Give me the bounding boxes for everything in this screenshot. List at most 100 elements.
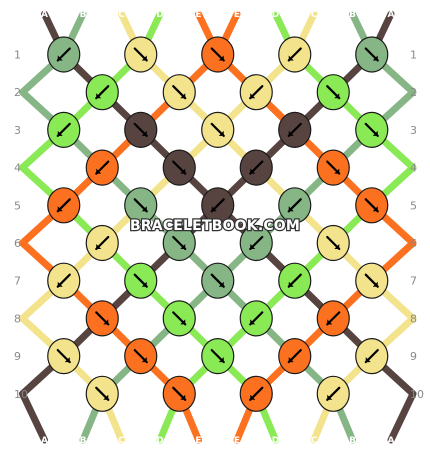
strand-label-bottom: E xyxy=(195,436,201,446)
knot-r2-1 xyxy=(85,74,119,111)
arrow-head xyxy=(372,206,378,212)
arrow-head xyxy=(288,357,294,363)
knot-r9-5 xyxy=(355,338,389,375)
arrow-head xyxy=(57,206,63,212)
strand-label-top: C xyxy=(118,10,125,20)
arrow-head xyxy=(250,168,256,174)
knot-r1-5 xyxy=(355,36,389,73)
knot-r2-4 xyxy=(316,74,350,111)
arrow-head xyxy=(96,93,102,99)
arrow-head xyxy=(180,168,186,174)
knot-r5-3 xyxy=(201,187,235,224)
knot-r8-2 xyxy=(162,300,196,337)
row-number-right: 7 xyxy=(410,275,417,288)
knot-r4-2 xyxy=(162,149,196,186)
watermark: BRACELETBOOK.COM xyxy=(130,218,300,234)
arrow-head xyxy=(334,93,340,99)
row-number-left: 10 xyxy=(14,388,28,401)
knot-r5-1 xyxy=(47,187,81,224)
arrow-head xyxy=(96,244,102,249)
strand-label-bottom: C xyxy=(118,436,125,446)
knot-r3-3 xyxy=(201,111,235,148)
knot-r6-1 xyxy=(85,224,119,262)
arrow-head xyxy=(141,357,147,363)
knot-r10-2 xyxy=(162,375,196,412)
arrow-head xyxy=(141,206,147,212)
arrow-head xyxy=(141,55,147,61)
row-number-right: 6 xyxy=(410,237,417,250)
strand-label-bottom: D xyxy=(272,436,279,446)
row-number-right: 5 xyxy=(410,199,417,212)
knot-r1-2 xyxy=(124,36,158,73)
arrow-head xyxy=(180,319,186,325)
knot-r9-2 xyxy=(124,338,158,375)
row-number-right: 4 xyxy=(410,162,417,175)
knot-r6-2 xyxy=(162,224,196,262)
arrow-head xyxy=(57,281,63,287)
knot-r2-3 xyxy=(239,74,273,111)
arrow-head xyxy=(334,168,340,174)
knot-r3-4 xyxy=(278,111,312,148)
row-number-left: 8 xyxy=(14,312,21,325)
knot-r2-2 xyxy=(162,74,196,111)
arrow-head xyxy=(250,93,256,99)
row-number-left: 5 xyxy=(14,199,21,212)
arrow-head xyxy=(250,319,256,325)
row-number-right: 9 xyxy=(410,350,417,363)
strand-label-top: A xyxy=(41,10,48,20)
arrow-head xyxy=(57,130,63,136)
knot-r4-3 xyxy=(239,149,273,186)
knot-r8-3 xyxy=(239,300,273,337)
strand-label-bottom: C xyxy=(311,436,318,446)
arrow-head xyxy=(103,319,109,325)
arrow-head xyxy=(288,130,294,136)
strand-label-bottom: B xyxy=(80,436,87,446)
row-number-right: 3 xyxy=(410,124,417,137)
strand-label-bottom: E xyxy=(234,436,240,446)
knot-r7-5 xyxy=(355,262,389,299)
knot-r4-4 xyxy=(316,149,350,186)
knot-r10-4 xyxy=(316,375,350,412)
knot-r5-5 xyxy=(355,187,389,224)
strand-label-top: E xyxy=(195,10,201,20)
knot-r5-4 xyxy=(278,187,312,224)
arrow-head xyxy=(372,55,378,61)
strand-label-bottom: B xyxy=(349,436,356,446)
arrow-head xyxy=(218,281,224,287)
knot-r7-4 xyxy=(278,262,312,299)
arrow-head xyxy=(334,244,340,249)
knot-r3-2 xyxy=(124,111,158,148)
arrow-head xyxy=(57,55,63,61)
knot-r1-1 xyxy=(47,36,81,73)
knot-r1-3 xyxy=(201,36,235,73)
arrow-head xyxy=(103,394,109,400)
strand-label-top: C xyxy=(311,10,318,20)
row-number-left: 3 xyxy=(14,124,21,137)
knot-r3-5 xyxy=(355,111,389,148)
strand-label-top: B xyxy=(349,10,356,20)
arrow-head xyxy=(64,357,70,363)
strand-label-bottom: D xyxy=(156,436,163,446)
row-number-right: 8 xyxy=(410,312,417,325)
row-number-right: 2 xyxy=(410,86,417,99)
arrow-head xyxy=(211,206,217,212)
knot-r9-3 xyxy=(201,338,235,375)
strand-label-top: A xyxy=(388,10,395,20)
strand-label-top: B xyxy=(80,10,87,20)
row-number-left: 9 xyxy=(14,350,21,363)
row-number-left: 7 xyxy=(14,275,21,288)
knot-r10-1 xyxy=(85,375,119,412)
arrow-head xyxy=(372,281,378,287)
knot-grid xyxy=(47,36,389,412)
arrow-head xyxy=(141,281,147,287)
knot-r6-3 xyxy=(239,224,273,262)
row-number-left: 2 xyxy=(14,86,21,99)
arrow-head xyxy=(180,244,186,249)
arrow-head xyxy=(180,93,186,99)
strand-label-top: D xyxy=(156,10,163,20)
arrow-head xyxy=(96,168,102,174)
knot-r7-1 xyxy=(47,262,81,299)
arrow-head xyxy=(141,130,147,136)
